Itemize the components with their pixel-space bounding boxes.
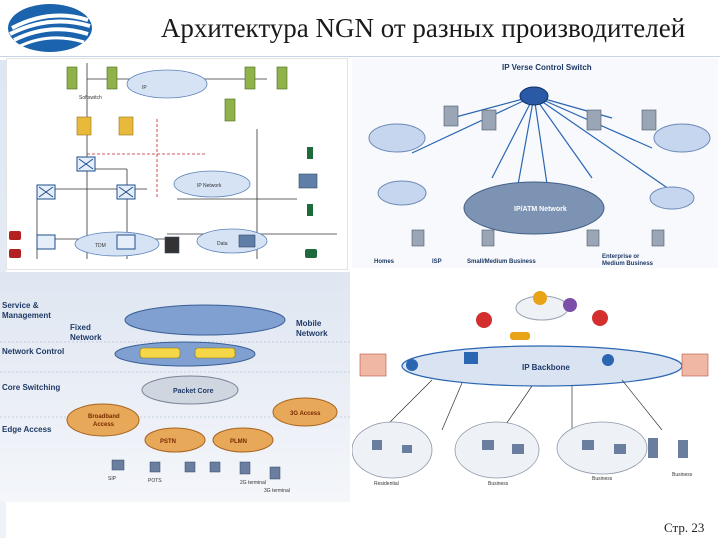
svg-text:IP/ATM Network: IP/ATM Network: [514, 206, 567, 213]
page-number: Стр. 23: [664, 520, 705, 535]
slide-title: Архитектура NGN от разных производителей: [160, 13, 686, 43]
svg-text:Network: Network: [296, 329, 328, 338]
svg-text:Core Switching: Core Switching: [2, 383, 60, 392]
svg-text:Small/Medium Business: Small/Medium Business: [467, 259, 536, 265]
svg-text:Medium Business: Medium Business: [602, 261, 654, 267]
svg-text:Business: Business: [672, 472, 693, 478]
svg-text:Business: Business: [592, 476, 613, 482]
svg-text:IP: IP: [142, 85, 147, 91]
svg-text:TDM: TDM: [95, 243, 106, 249]
svg-text:3G terminal: 3G terminal: [264, 488, 290, 494]
svg-text:SIP: SIP: [108, 476, 117, 482]
svg-text:Fixed: Fixed: [70, 323, 91, 332]
svg-text:Broadband: Broadband: [88, 414, 120, 420]
ipverse-title: IP Verse Control Switch: [502, 63, 592, 72]
svg-text:Residential: Residential: [374, 481, 399, 487]
svg-text:Enterprise or: Enterprise or: [602, 254, 640, 260]
svg-text:Data: Data: [217, 241, 228, 247]
svg-text:Edge Access: Edge Access: [2, 425, 52, 434]
svg-text:Management: Management: [2, 311, 51, 320]
svg-text:Homes: Homes: [374, 259, 395, 265]
svg-text:3G Access: 3G Access: [290, 411, 321, 417]
svg-text:IP Network: IP Network: [197, 183, 222, 189]
svg-text:IP Backbone: IP Backbone: [522, 363, 570, 372]
diagram-bottom-right: IP Backbone: [352, 280, 718, 502]
title-divider: [0, 56, 720, 57]
svg-text:Mobile: Mobile: [296, 319, 322, 328]
svg-text:2G terminal: 2G terminal: [240, 480, 266, 486]
svg-text:Network: Network: [70, 333, 102, 342]
svg-text:ISP: ISP: [432, 259, 442, 265]
svg-text:POTS: POTS: [148, 478, 162, 484]
svg-text:PSTN: PSTN: [160, 439, 176, 445]
diagram-top-left: Softswitch IP IP Network TDM Data: [6, 58, 348, 270]
svg-text:PLMN: PLMN: [230, 439, 247, 445]
svg-text:Network Control: Network Control: [2, 347, 64, 356]
svg-text:Packet Core: Packet Core: [173, 388, 214, 395]
svg-text:Access: Access: [93, 422, 115, 428]
svg-text:Business: Business: [488, 481, 509, 487]
company-logo: [8, 4, 92, 52]
svg-text:Service &: Service &: [2, 301, 39, 310]
diagram-bottom-left: Service & Management Network Control Cor…: [0, 272, 350, 502]
diagram-top-right: IP Verse Control Switch IP/ATM Network: [352, 58, 718, 268]
svg-text:Softswitch: Softswitch: [79, 95, 102, 101]
